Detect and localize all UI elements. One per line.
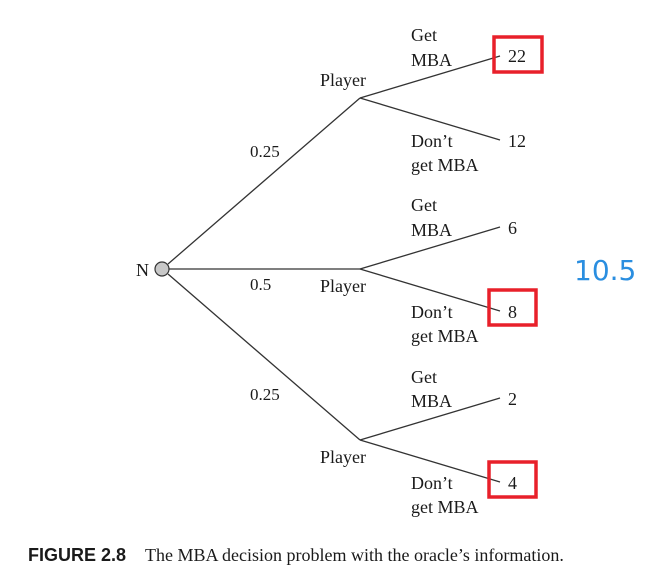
decision-edge-2-upper [359, 226, 501, 270]
action-get-mba-2-line1: Get [411, 195, 437, 215]
action-get-mba-3-line1: Get [411, 367, 437, 387]
decision-edge-1-upper [359, 55, 501, 99]
payoff-3-lower: 4 [508, 473, 517, 493]
probability-label-3: 0.25 [250, 385, 280, 404]
action-get-mba-3-line2: MBA [411, 391, 452, 411]
decision-edge-3-upper [359, 397, 501, 441]
highlight-box-payoff-1-upper [492, 35, 544, 74]
root-node [154, 261, 170, 277]
chance-edge-1 [167, 97, 361, 265]
player-label-3: Player [320, 447, 366, 467]
action-dont-get-mba-3-line1: Don’t [411, 473, 453, 493]
action-dont-get-mba-3-line2: get MBA [411, 497, 479, 517]
action-get-mba-1-line1: Get [411, 25, 437, 45]
payoff-1-upper: 22 [508, 46, 526, 66]
highlight-box-payoff-2-lower [487, 288, 538, 327]
figure-caption-text: The MBA decision problem with the oracle… [145, 545, 564, 565]
action-dont-get-mba-1-line1: Don’t [411, 131, 453, 151]
payoff-2-upper: 6 [508, 218, 517, 238]
payoff-3-upper: 2 [508, 389, 517, 409]
payoff-2-lower: 8 [508, 302, 517, 322]
player-label-2: Player [320, 276, 366, 296]
action-dont-get-mba-2-line1: Don’t [411, 302, 453, 322]
action-dont-get-mba-1-line2: get MBA [411, 155, 479, 175]
action-dont-get-mba-2-line2: get MBA [411, 326, 479, 346]
figure-caption-label: FIGURE 2.8 [28, 545, 126, 565]
decision-edge-3-lower [359, 439, 501, 483]
probability-label-2: 0.5 [250, 275, 271, 294]
highlight-box-payoff-3-lower [487, 460, 538, 499]
root-label: N [136, 260, 149, 280]
expected-value-annotation: 10.5 [574, 254, 636, 287]
decision-edge-2-lower [359, 268, 501, 312]
action-get-mba-1-line2: MBA [411, 50, 452, 70]
payoff-1-lower: 12 [508, 131, 526, 151]
decision-edge-1-lower [359, 97, 501, 141]
probability-label-1: 0.25 [250, 142, 280, 161]
action-get-mba-2-line2: MBA [411, 220, 452, 240]
player-label-1: Player [320, 70, 366, 90]
chance-edge-3 [167, 273, 361, 441]
